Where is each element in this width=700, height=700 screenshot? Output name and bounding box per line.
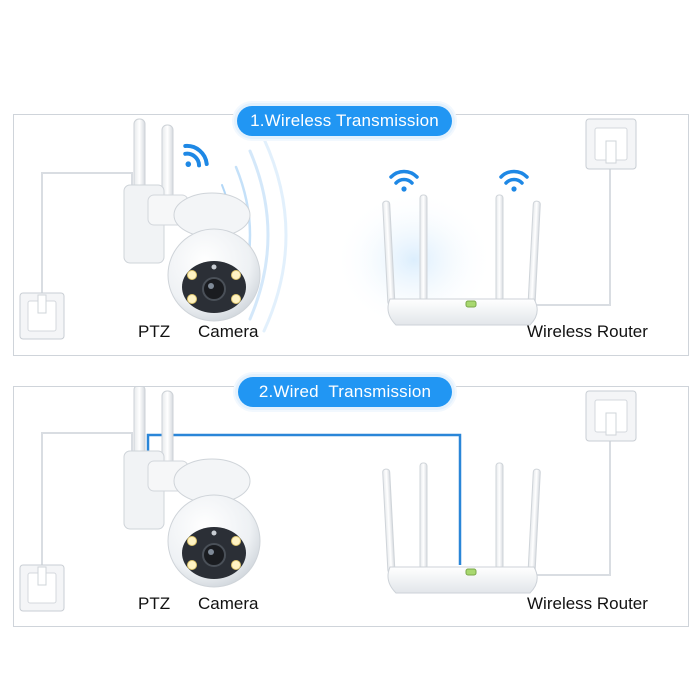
ptz-camera-icon: [123, 118, 261, 322]
camera-label: Camera: [198, 322, 259, 341]
ethernet-cable: [146, 433, 462, 565]
ptz-camera-icon: [123, 387, 261, 588]
wired-transmission-panel: [13, 386, 689, 627]
ptz-label: PTZ: [138, 594, 171, 613]
router-icon: [382, 462, 541, 594]
wifi-icon: [183, 143, 209, 168]
signal-glow: [334, 190, 494, 330]
router-icon: [382, 194, 541, 326]
camera-label: Camera: [198, 594, 259, 613]
wireless-router-label: Wireless Router: [527, 594, 648, 613]
wireless-transmission-panel: [13, 114, 689, 356]
power-outlet-icon: [19, 292, 65, 340]
ptz-label: PTZ: [138, 322, 171, 341]
wireless-router-label: Wireless Router: [527, 322, 648, 341]
wired-transmission-title: 2.Wired Transmission: [238, 377, 452, 407]
wired-scene: [19, 387, 637, 612]
power-outlet-icon: [585, 390, 637, 442]
wireless-scene: [19, 118, 637, 340]
wireless-transmission-title: 1.Wireless Transmission: [237, 106, 452, 136]
wifi-icon: [389, 169, 419, 192]
power-outlet-icon: [585, 118, 637, 170]
power-outlet-icon: [19, 564, 65, 612]
wifi-icon: [499, 169, 529, 192]
power-wire: [41, 432, 611, 576]
